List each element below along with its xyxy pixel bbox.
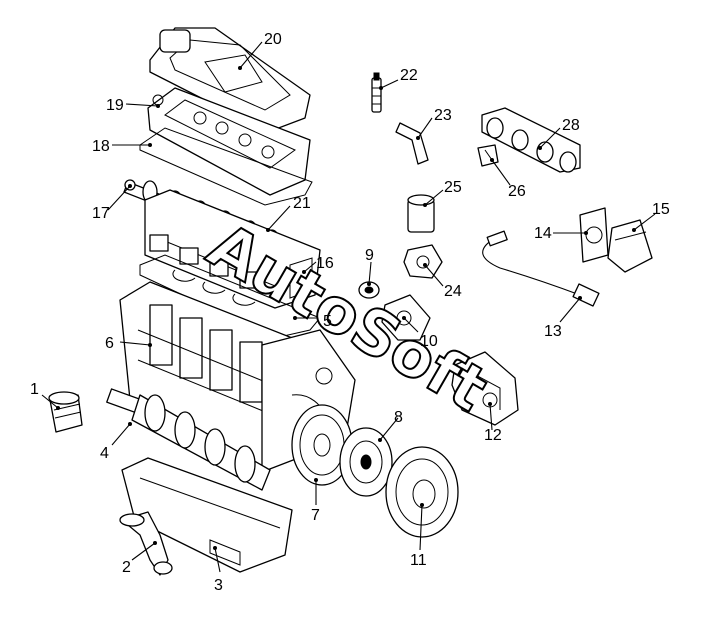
callout-20: 20 (264, 31, 282, 48)
callout-11: 11 (410, 552, 427, 569)
callout-17: 17 (92, 205, 110, 222)
part-bracket (579, 207, 609, 263)
callout-7: 7 (311, 507, 320, 524)
callout-22: 22 (400, 67, 418, 84)
part-sensor-cap (358, 281, 380, 299)
part-head-gasket (139, 254, 321, 339)
part-cover-gasket (139, 127, 313, 206)
part-pressure-plate (385, 446, 459, 538)
callout-1: 1 (30, 381, 39, 398)
part-clutch-disc (339, 427, 393, 497)
part-gasket-holes (172, 269, 256, 306)
callout-2: 2 (122, 559, 131, 576)
part-intake-manifold (481, 107, 581, 173)
part-cylinder-head-cover (149, 27, 311, 133)
part-hose (395, 122, 429, 165)
callout-16: 16 (316, 255, 334, 272)
part-ignition-coil (607, 219, 653, 273)
callout-10: 10 (420, 333, 438, 350)
part-water-pump (381, 294, 431, 341)
callout-19: 19 (106, 97, 124, 114)
part-oil-filter (48, 391, 83, 433)
callout-5: 5 (323, 313, 332, 330)
callout-18: 18 (92, 138, 110, 155)
part-valve-cover (147, 87, 311, 196)
callout-14: 14 (534, 225, 552, 242)
part-throttle-body (403, 244, 443, 279)
callout-9: 9 (365, 247, 374, 264)
callout-28: 28 (562, 117, 580, 134)
part-crankshaft (106, 388, 271, 491)
leader-dots (56, 66, 636, 550)
callout-12: 12 (484, 427, 502, 444)
part-oil-pickup (119, 511, 173, 576)
callout-25: 25 (444, 179, 462, 196)
leader-lines (41, 41, 656, 573)
callout-15: 15 (652, 201, 670, 218)
part-sensor-cable (482, 230, 600, 307)
callout-labels: 1 2 3 4 5 6 7 8 9 10 11 12 13 14 15 16 1… (30, 31, 670, 594)
part-spark-plug (371, 72, 382, 113)
callout-21: 21 (293, 195, 311, 212)
callout-8: 8 (394, 409, 403, 426)
callout-4: 4 (100, 445, 109, 462)
part-cylinder-head (144, 189, 321, 309)
callout-23: 23 (434, 107, 452, 124)
callout-6: 6 (105, 335, 114, 352)
callout-24: 24 (444, 283, 462, 300)
callout-13: 13 (544, 323, 562, 340)
part-sensor (477, 144, 499, 167)
callout-26: 26 (508, 183, 526, 200)
callout-3: 3 (214, 577, 223, 594)
